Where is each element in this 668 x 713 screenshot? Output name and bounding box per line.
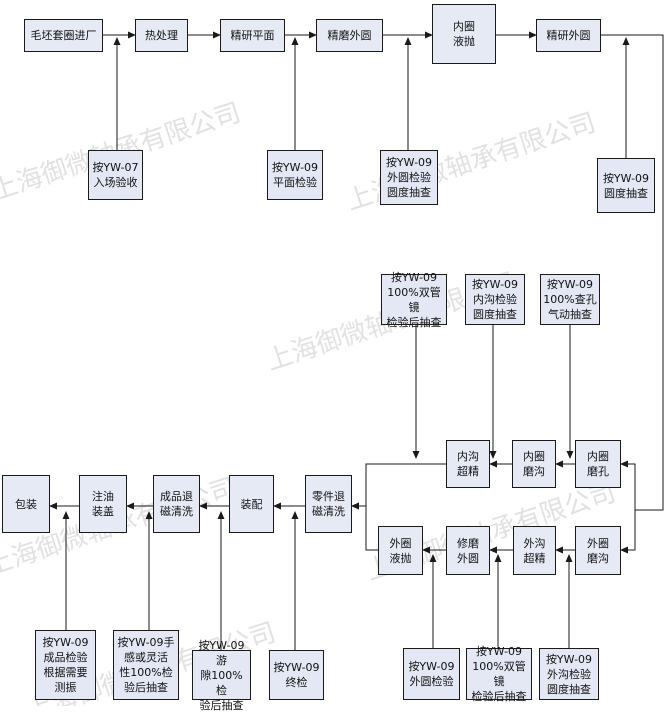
process-fine-grind-od: 精磨外圆 [316,19,383,52]
inspection-od-roundness: 按YW-09 外圆检验 圆度抽查 [380,150,438,205]
process-outer-groove-superfinish: 外沟 超精 [513,526,556,575]
inspection-final: 按YW-09 终检 [269,650,324,700]
process-fine-lap-od: 精研外圆 [536,19,601,52]
flow-arrow [351,463,446,510]
inspection-scope-100-b: 按YW-09 100%双管镜 检验后抽查 [466,645,532,703]
process-blank-incoming: 毛坯套圈进厂 [24,19,103,52]
process-heat-treatment: 热处理 [135,19,188,52]
process-repair-grind-od: 修磨 外圆 [446,526,490,575]
inspection-inner-groove: 按YW-09 内沟检验 圆度抽查 [465,274,525,325]
inspection-face: 按YW-09 平面检验 [267,150,323,200]
process-product-demag-clean: 成品退 磁清洗 [153,475,200,533]
process-packing: 包装 [2,475,50,533]
flow-arrow [620,509,663,554]
process-inner-groove-superfinish: 内沟 超精 [446,440,490,488]
inspection-roundness-sample: 按YW-09 圆度抽查 [597,158,655,213]
flow-arrow [351,502,378,551]
inspection-od: 按YW-09 外圆检验 [403,648,460,700]
inspection-product: 按YW-09 成品检验 根据需要 测振 [35,630,96,700]
inspection-clearance-100: 按YW-09游 隙100%检 验后抽查 [192,639,251,712]
process-outer-ring-polish: 外圈 液抛 [378,526,423,575]
flow-arrow [601,34,664,511]
process-inner-groove-grind: 内圈 磨沟 [512,440,556,488]
inspection-incoming: 按YW-07 入场验收 [88,150,143,200]
process-oil-cap: 注油 装盖 [79,475,127,533]
process-fine-grind-face: 精研平面 [220,19,285,52]
process-parts-demag-clean: 零件退 磁清洗 [305,475,352,533]
inspection-outer-groove: 按YW-09 外沟检验 圆度抽查 [539,648,599,700]
process-outer-groove-grind: 外圈 磨沟 [575,526,621,575]
inspection-feel-100: 按YW-09手 感或灵活 性100%检 验后抽查 [113,630,179,700]
inspection-scope-100: 按YW-09 100%双管镜 检验后抽查 [381,271,447,329]
process-inner-ring-polish: 内圈 液抛 [432,4,496,64]
process-inner-bore-grind: 内圈 磨孔 [575,440,621,488]
inspection-bore-100: 按YW-09 100%查孔 气动抽查 [540,274,600,325]
process-assembly: 装配 [229,475,274,533]
